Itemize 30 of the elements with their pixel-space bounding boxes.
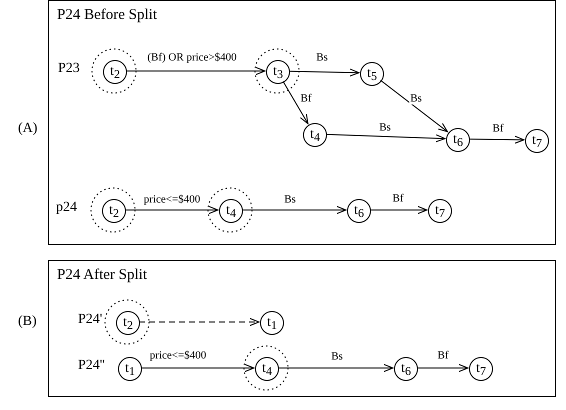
arrow bbox=[140, 364, 254, 372]
edge-label: Bf bbox=[392, 194, 404, 204]
arrow bbox=[282, 80, 308, 124]
arrow bbox=[326, 134, 446, 142]
panel-title: P24 Before Split bbox=[57, 6, 157, 25]
edge-label: Bs bbox=[378, 122, 392, 134]
arrow bbox=[380, 80, 448, 132]
edge-label: Bs bbox=[409, 94, 423, 104]
edge-label: Bf bbox=[436, 350, 450, 362]
edge-label: Bf bbox=[492, 124, 504, 134]
arrow bbox=[278, 364, 394, 372]
row-label: (B) bbox=[18, 315, 37, 329]
arrow bbox=[242, 206, 346, 214]
panel-title: P24 After Split bbox=[57, 266, 148, 285]
arrow bbox=[370, 206, 428, 214]
arrow bbox=[468, 136, 524, 144]
edge-label: Bf bbox=[300, 94, 312, 104]
row-label: (A) bbox=[18, 122, 38, 136]
row-label: p24 bbox=[56, 201, 77, 215]
edge-label: price<=$400 bbox=[148, 350, 208, 362]
edge-label: Bs bbox=[330, 352, 344, 362]
edge-label: (Bf) OR price>$400 bbox=[146, 52, 238, 64]
arrow bbox=[126, 67, 266, 75]
edge-label: Bs bbox=[283, 194, 297, 206]
arrow bbox=[138, 318, 260, 326]
arrow bbox=[416, 364, 468, 372]
arrow bbox=[124, 206, 218, 214]
edge-label: Bs bbox=[315, 52, 329, 64]
arrow bbox=[288, 68, 360, 77]
edge-label: price<=$400 bbox=[142, 194, 202, 206]
